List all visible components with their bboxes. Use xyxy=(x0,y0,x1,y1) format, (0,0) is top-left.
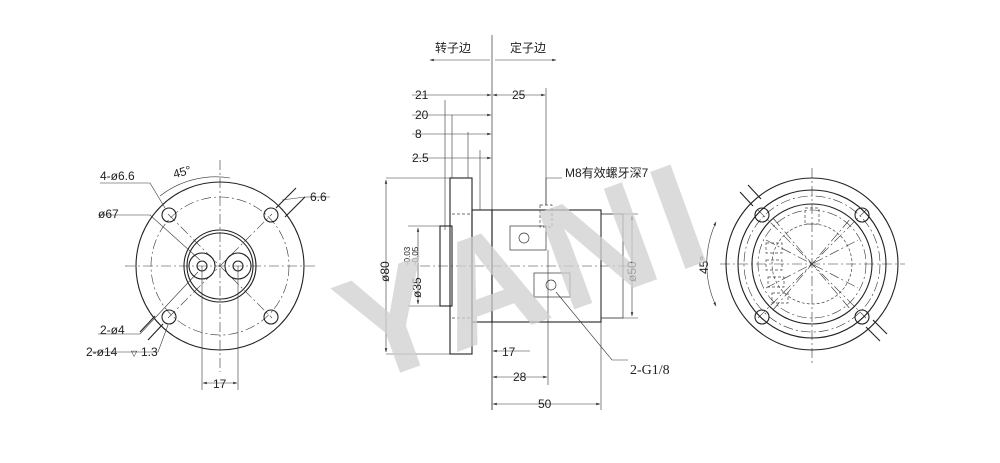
spacing-label: 17 xyxy=(213,377,227,391)
port-lower xyxy=(533,272,571,298)
rear-hole-tl xyxy=(754,207,770,223)
rear-slot-tl xyxy=(739,184,762,207)
rotor-side-label: 转子边 xyxy=(435,40,471,55)
rear-view: 45° xyxy=(697,168,905,365)
hub-circle xyxy=(183,229,257,303)
dim-28: 28 xyxy=(513,370,527,384)
dim-17: 17 xyxy=(502,345,516,359)
mount-hole-tr xyxy=(263,207,279,223)
pcd-label: ø67 xyxy=(98,207,119,221)
angle-label-front: 45° xyxy=(171,163,192,181)
port-upper xyxy=(509,225,547,251)
holes-label: 4-ø6.6 xyxy=(100,169,135,183)
dim-50: 50 xyxy=(538,397,552,411)
stator-side-label: 定子边 xyxy=(510,40,546,55)
rear-hole-br xyxy=(854,309,870,325)
dim-21: 21 xyxy=(415,88,429,102)
mount-hole-tl xyxy=(161,207,177,223)
side-view: 转子边 定子边 21 20 8 2.5 25 M8有效螺牙深7 xyxy=(378,35,670,411)
rear-slot-br xyxy=(865,319,888,342)
rear-hole-tr xyxy=(854,207,870,223)
dim-20: 20 xyxy=(415,108,429,122)
dia-body: ø50 xyxy=(625,261,639,282)
dim-8: 8 xyxy=(415,127,422,141)
dim-2-5: 2.5 xyxy=(412,151,429,165)
small-holes-label: 2-ø4 xyxy=(100,323,125,337)
slot-tr xyxy=(275,187,306,218)
angle-label-rear: 45° xyxy=(697,256,711,274)
depth-icon: ▽ xyxy=(131,349,138,358)
counterbore-label: 2-ø14 xyxy=(86,345,118,359)
mount-hole-bl xyxy=(161,309,177,325)
tol-lower: -0.05 xyxy=(411,246,420,265)
flange-outline xyxy=(135,181,305,351)
slot-label: 6.6 xyxy=(310,190,327,204)
mount-hole-br xyxy=(263,309,279,325)
dim-25: 25 xyxy=(512,88,526,102)
dia-shaft: ø35 xyxy=(410,277,424,298)
port-label: 2-G1/8 xyxy=(630,363,670,378)
counterbore-depth: 1.3 xyxy=(141,345,158,359)
rear-hole-bl xyxy=(754,309,770,325)
pitch-circle xyxy=(150,196,290,336)
thread-note: M8有效螺牙深7 xyxy=(565,165,649,180)
slot-bl xyxy=(139,315,164,341)
dia-flange: ø80 xyxy=(378,261,392,282)
tol-upper: -0.03 xyxy=(403,246,412,265)
rear-flange-outline xyxy=(725,177,899,351)
front-view: 17 4-ø6.6 45° 6.6 ø67 2-ø4 2-ø14 ▽ 1.3 xyxy=(86,160,330,391)
